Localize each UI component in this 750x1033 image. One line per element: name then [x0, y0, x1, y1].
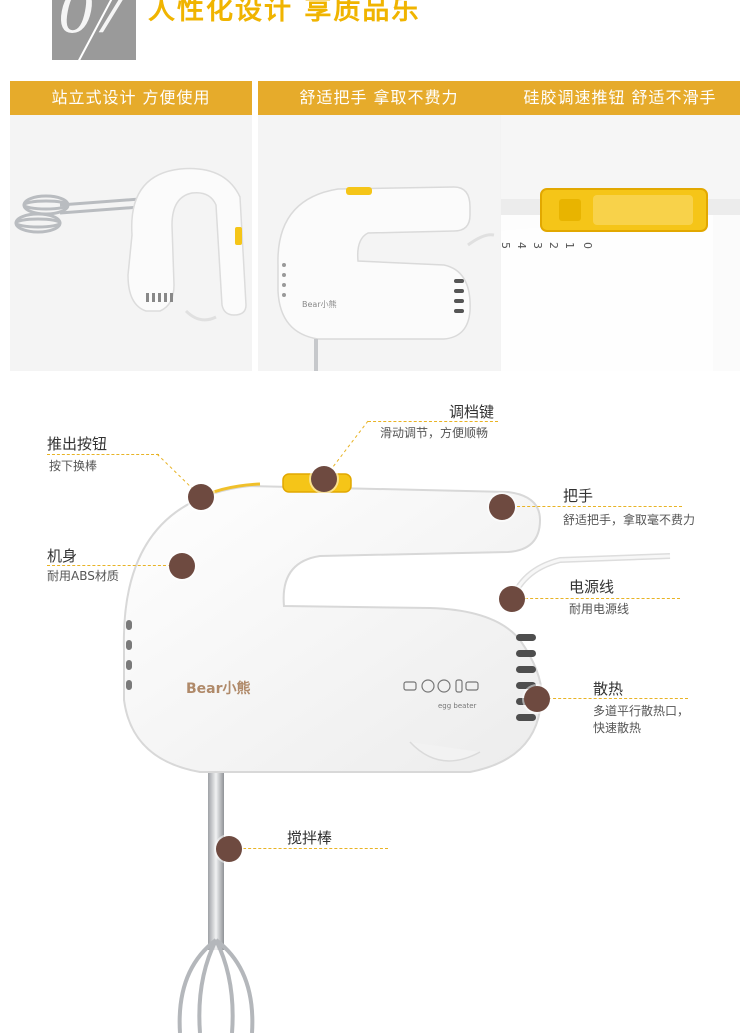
callout-vent-dot — [524, 686, 550, 712]
section-number: 07 — [58, 0, 128, 46]
callout-handle-line — [512, 506, 682, 507]
callout-body-desc: 耐用ABS材质 — [47, 569, 119, 583]
feature-panel-standing: 站立式设计 方便使用 — [10, 81, 252, 371]
callout-beater-dot — [216, 836, 242, 862]
speed-mark: 1 — [563, 242, 576, 249]
callout-eject-line — [47, 454, 159, 455]
callout-body-title: 机身 — [47, 547, 78, 565]
callout-eject-dot — [188, 484, 214, 510]
callout-speed-line — [368, 421, 498, 422]
hand-mixer-illustration — [122, 473, 671, 1033]
panel-title-handle: 舒适把手 拿取不费力 — [258, 81, 500, 115]
model-label: egg beater — [438, 702, 477, 710]
callout-body-line — [47, 565, 171, 566]
callout-vent-line — [548, 698, 688, 699]
section-title: 人性化设计 享质品乐 — [148, 0, 421, 26]
feature-panel-handle: 舒适把手 拿取不费力 Bear小熊 — [258, 81, 500, 371]
callout-speed-title: 调档键 — [449, 403, 495, 421]
callout-vent-title: 散热 — [593, 680, 624, 698]
callout-vent-desc-line2: 快速散热 — [593, 721, 642, 735]
callout-beater-line — [238, 848, 388, 849]
callout-cord-desc: 耐用电源线 — [569, 602, 630, 616]
callout-handle-desc: 舒适把手，拿取毫不费力 — [563, 513, 696, 527]
callout-speed-desc: 滑动调节，方便顺畅 — [380, 426, 489, 440]
speed-slider-closeup — [501, 115, 740, 371]
callout-cord-dot — [499, 586, 525, 612]
standing-mixer-image — [10, 115, 252, 371]
callout-cord-line — [520, 598, 680, 599]
speed-scale: 5 4 3 2 1 0 — [500, 239, 602, 259]
callout-handle-dot — [489, 494, 515, 520]
callout-cord-title: 电源线 — [569, 578, 615, 596]
panel-title-standing: 站立式设计 方便使用 — [10, 81, 252, 115]
callout-vent-desc-line1: 多道平行散热口， — [593, 704, 690, 718]
speed-mark: 0 — [581, 242, 594, 249]
callout-body-dot — [169, 553, 195, 579]
handle-mixer-image: Bear小熊 — [258, 115, 500, 371]
speed-mark: 4 — [515, 242, 528, 249]
callout-handle-title: 把手 — [563, 487, 594, 505]
speed-mark: 3 — [531, 242, 544, 249]
panel-title-slider: 硅胶调速推钮 舒适不滑手 — [500, 81, 740, 115]
callout-beater-title: 搅拌棒 — [287, 829, 333, 847]
callout-eject-desc: 按下换棒 — [49, 459, 98, 473]
callout-speed-dot — [311, 466, 337, 492]
callout-eject-title: 推出按钮 — [47, 435, 108, 453]
feature-panel-slider: 硅胶调速推钮 舒适不滑手 5 4 3 2 1 0 — [500, 81, 740, 371]
speed-mark: 5 — [500, 242, 512, 249]
section-number-badge: 07 — [52, 0, 136, 60]
svg-text:Bear小熊: Bear小熊 — [302, 299, 337, 309]
speed-mark: 2 — [547, 242, 560, 249]
brand-logo: Bear小熊 — [186, 681, 251, 697]
